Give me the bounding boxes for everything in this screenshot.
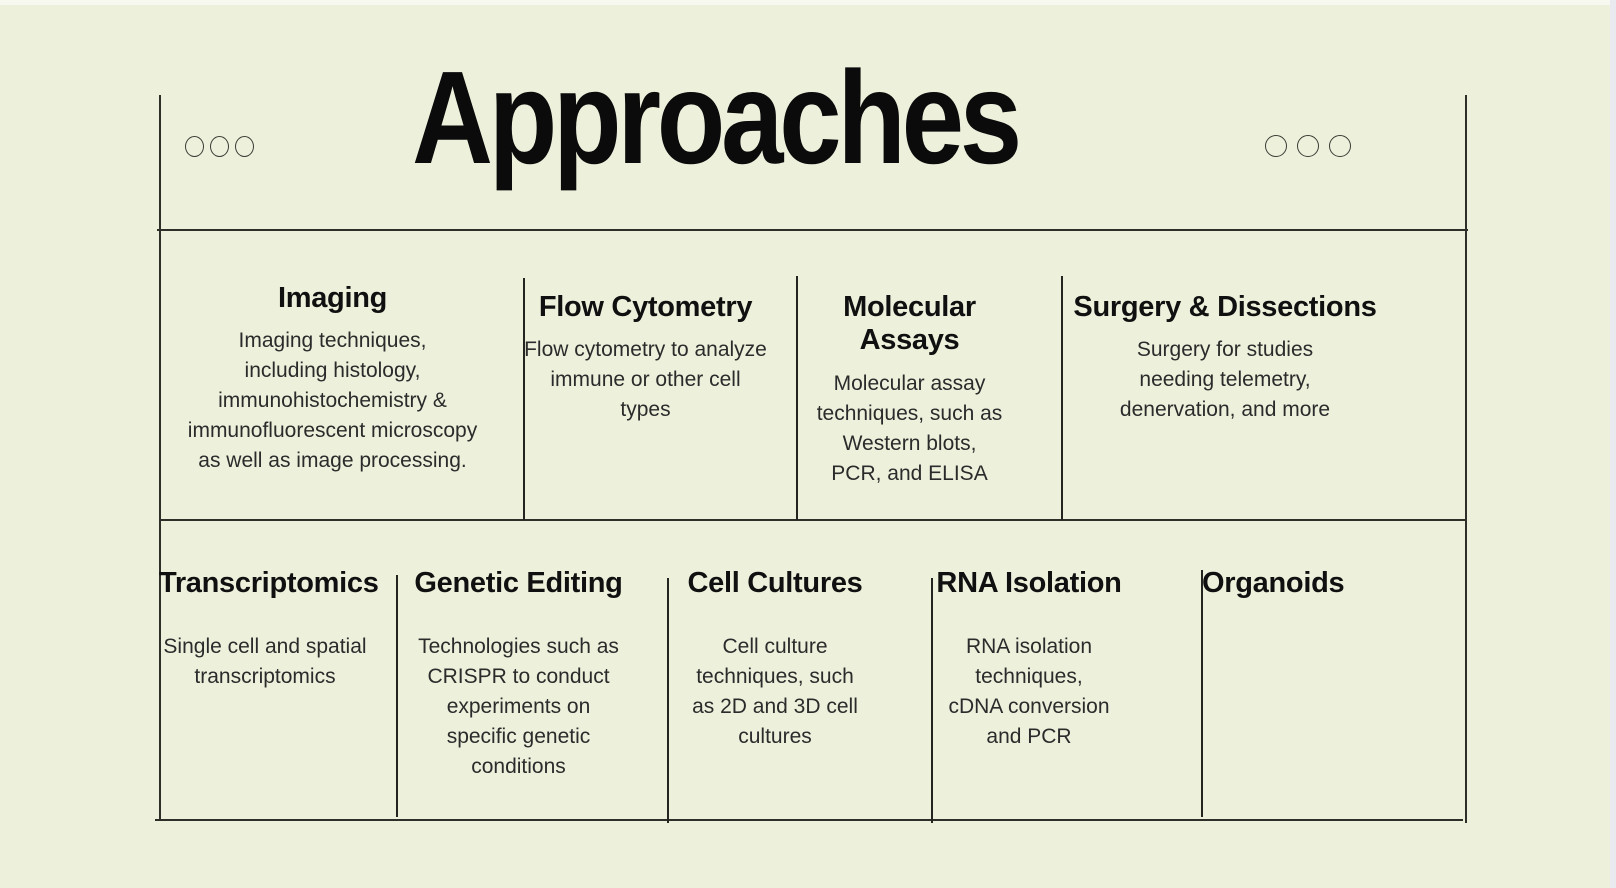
cell-heading: Imaging [277,282,388,314]
column-divider [796,276,798,520]
cell-heading: Transcriptomics [159,567,379,599]
cell-body: Molecular assay techniques, such as West… [816,371,1003,485]
cell-heading: Surgery & Dissections [1073,291,1377,323]
column-divider [1201,570,1203,817]
column-divider [1061,276,1063,520]
screen-edge-right [1610,0,1616,888]
cell-heading: Cell Cultures [687,567,863,599]
cell-surgery-dissections: Surgery & Dissections Surgery for studie… [1062,230,1466,520]
page-title: Approaches [412,44,1022,191]
cell-heading: Molecular Assays [843,291,976,357]
circle-dot-icon [185,136,204,157]
frame-bottom-line [155,819,1463,821]
cell-imaging: Imaging Imaging techniques, including hi… [159,230,524,520]
frame-right-line [1465,95,1467,823]
cell-molecular-assays: Molecular Assays Molecular assay techniq… [797,230,1062,520]
cell-body: Flow cytometry to analyze immune or othe… [524,338,767,422]
circle-dot-icon [1329,135,1351,157]
cell-flow-cytometry: Flow Cytometry Flow cytometry to analyze… [524,230,797,520]
circle-dot-icon [235,136,254,157]
dots-left-group [185,136,254,157]
row-divider-line [159,519,1466,521]
cell-body: Surgery for studies needing telemetry, d… [1119,338,1331,422]
cell-heading: Organoids [1202,567,1345,599]
cell-heading: Genetic Editing [414,567,623,599]
screen-edge-top [0,0,1616,5]
cell-body: Single cell and spatial transcriptomics [163,635,367,689]
cell-heading: Flow Cytometry [538,291,753,323]
cell-cell-cultures: Cell Cultures Cell culture techniques, s… [668,520,932,820]
cell-rna-isolation: RNA Isolation RNA isolation techniques, … [932,520,1202,820]
cell-body: RNA isolation techniques, cDNA conversio… [948,635,1110,749]
column-divider [667,578,669,823]
cell-body: Technologies such as CRISPR to conduct e… [418,635,619,779]
header-divider-line [157,229,1468,231]
approaches-row-2: Transcriptomics Single cell and spatial … [159,520,1466,820]
cell-organoids: Organoids [1202,520,1466,820]
circle-dot-icon [1297,135,1319,157]
cell-body: Imaging techniques, including histology,… [187,329,478,473]
approaches-row-1: Imaging Imaging techniques, including hi… [159,230,1466,520]
column-divider [396,575,398,817]
cell-heading: RNA Isolation [936,567,1122,599]
cell-genetic-editing: Genetic Editing Technologies such as CRI… [397,520,668,820]
circle-dot-icon [1265,135,1287,157]
cell-transcriptomics: Transcriptomics Single cell and spatial … [159,520,397,820]
frame-left-line [159,95,161,820]
column-divider [931,578,933,823]
circle-dot-icon [210,136,229,157]
column-divider [523,278,525,520]
cell-body: Cell culture techniques, such as 2D and … [692,635,858,749]
dots-right-group [1265,135,1351,157]
